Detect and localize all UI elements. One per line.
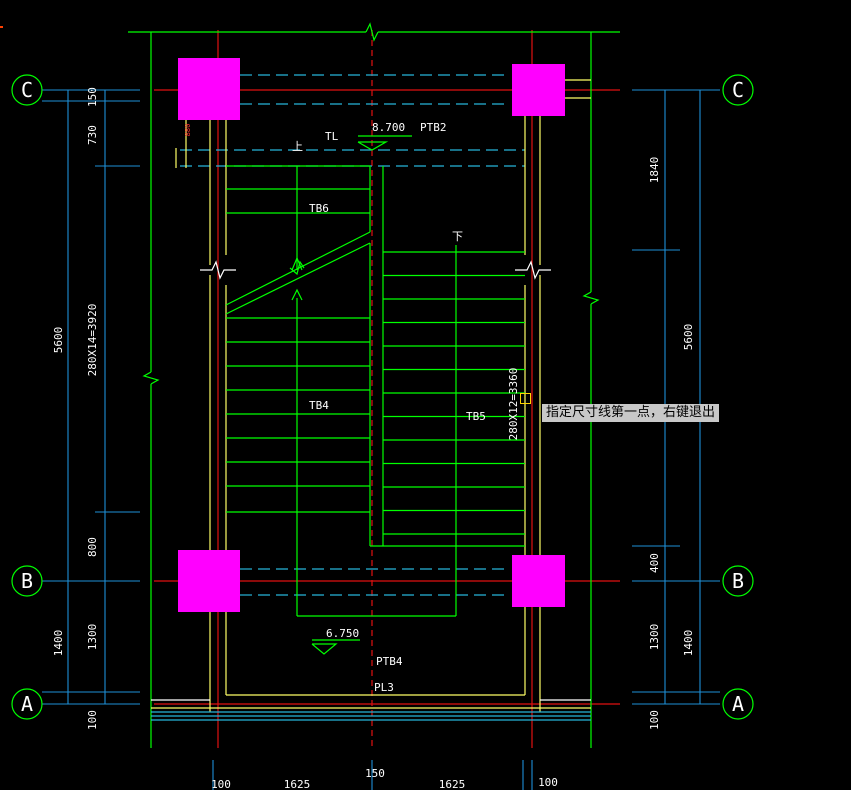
dim-bottom-150: 150 xyxy=(365,767,385,780)
label-ptb2: PTB2 xyxy=(420,121,447,134)
dim-left-730: 730 xyxy=(86,125,99,145)
dim-right-400: 400 xyxy=(648,553,661,573)
dim-left-100: 100 xyxy=(86,710,99,730)
dim-bottom-1625-right: 1625 xyxy=(439,778,466,790)
left-stair-flight xyxy=(225,165,371,616)
dim-right-1840: 1840 xyxy=(648,157,661,184)
outer-walls xyxy=(128,22,620,748)
label-tb6: TB6 xyxy=(309,202,329,215)
grid-label-a-right: A xyxy=(732,692,744,716)
label-pl3: PL3 xyxy=(374,681,394,694)
dim-right-100: 100 xyxy=(648,710,661,730)
dim-tb5: 280X12=3360 xyxy=(507,368,520,441)
grid-label-b-left: B xyxy=(21,569,33,593)
label-elev-bottom: 6.750 xyxy=(326,627,359,640)
label-down: 下 xyxy=(452,230,463,243)
command-prompt-tooltip: 指定尺寸线第一点，右键退出 xyxy=(542,404,720,422)
label-tl: TL xyxy=(325,130,339,143)
slab-outline xyxy=(175,79,591,712)
dim-small-880: 880 xyxy=(184,124,192,137)
grid-label-a-left: A xyxy=(21,692,33,716)
cursor-pickbox xyxy=(520,393,531,404)
dim-left-280x14: 280X14=3920 xyxy=(86,304,99,377)
axis-lines xyxy=(154,30,620,748)
dim-left-150: 150 xyxy=(86,87,99,107)
label-up: 上 xyxy=(292,140,303,153)
dim-left-1400: 1400 xyxy=(52,630,65,657)
grid-label-c-right: C xyxy=(732,78,744,102)
beams xyxy=(180,74,525,596)
grid-bubbles xyxy=(11,74,754,720)
right-stair-flight xyxy=(297,166,525,617)
dim-right-5600: 5600 xyxy=(682,324,695,351)
label-tb4: TB4 xyxy=(309,399,329,412)
columns xyxy=(178,58,565,612)
dim-bottom-1625-left: 1625 xyxy=(284,778,311,790)
origin-marker xyxy=(0,26,3,28)
dim-right-1400: 1400 xyxy=(682,630,695,657)
dim-bottom-100-right: 100 xyxy=(538,776,558,789)
dimension-lines xyxy=(42,89,720,790)
arrows xyxy=(289,135,412,655)
dim-bottom-100-left: 100 xyxy=(211,778,231,790)
label-ptb4: PTB4 xyxy=(376,655,403,668)
bottom-wall-lines xyxy=(151,699,591,721)
dim-left-800: 800 xyxy=(86,537,99,557)
dim-right-1300: 1300 xyxy=(648,624,661,651)
label-elev-top: 8.700 xyxy=(372,121,405,134)
grid-label-b-right: B xyxy=(732,569,744,593)
grid-label-c-left: C xyxy=(21,78,33,102)
break-symbols xyxy=(200,260,551,280)
dim-left-1300: 1300 xyxy=(86,624,99,651)
dim-left-5600: 5600 xyxy=(52,327,65,354)
label-tb5: TB5 xyxy=(466,410,486,423)
